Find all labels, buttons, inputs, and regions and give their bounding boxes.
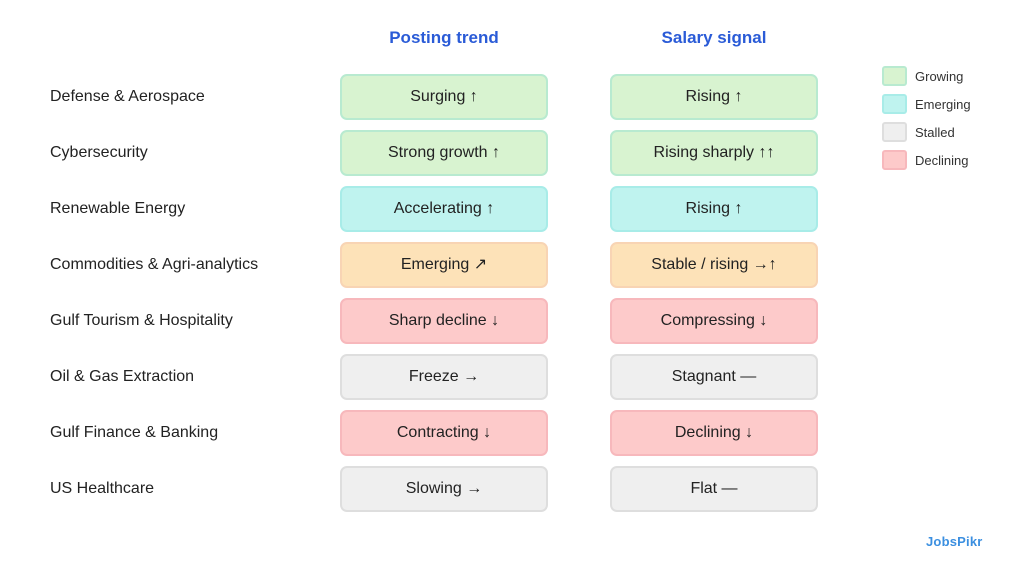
- legend-swatch: [882, 66, 907, 86]
- legend-label: Stalled: [915, 124, 955, 140]
- posting-trend-cell: Contracting ↓: [340, 410, 548, 456]
- salary-signal-cell: Stagnant —: [610, 354, 818, 400]
- legend-swatch: [882, 122, 907, 142]
- posting-trend-cell: Sharp decline ↓: [340, 298, 548, 344]
- salary-signal-cell: Flat —: [610, 466, 818, 512]
- header-posting-trend: Posting trend: [389, 28, 499, 47]
- header-salary-signal: Salary signal: [661, 28, 767, 47]
- posting-trend-cell: Strong growth ↑: [340, 130, 548, 176]
- posting-trend-cell: Surging ↑: [340, 74, 548, 120]
- salary-signal-cell: Rising ↑: [610, 186, 818, 232]
- legend-item: Declining: [882, 146, 971, 174]
- posting-trend-cell: Accelerating ↑: [340, 186, 548, 232]
- legend-label: Declining: [915, 152, 969, 168]
- legend-label: Growing: [915, 68, 964, 84]
- posting-trend-cell: Slowing →: [340, 466, 548, 512]
- legend-swatch: [882, 150, 907, 170]
- sector-label: Cybersecurity: [50, 144, 148, 161]
- jobspikr-logo: JobsPikr: [926, 534, 983, 549]
- sector-label: Gulf Tourism & Hospitality: [50, 312, 233, 329]
- legend-item: Emerging: [882, 90, 971, 118]
- salary-signal-cell: Declining ↓: [610, 410, 818, 456]
- sector-label: Commodities & Agri-analytics: [50, 256, 259, 273]
- sector-label: Oil & Gas Extraction: [50, 368, 195, 385]
- sector-label: Defense & Aerospace: [50, 88, 205, 105]
- salary-signal-cell: Rising sharply ↑↑: [610, 130, 818, 176]
- legend-item: Growing: [882, 62, 971, 90]
- sector-label: Renewable Energy: [50, 200, 186, 217]
- posting-trend-cell: Emerging ↗: [340, 242, 548, 288]
- sector-label: Gulf Finance & Banking: [50, 424, 219, 441]
- salary-signal-cell: Rising ↑: [610, 74, 818, 120]
- salary-signal-cell: Stable / rising →↑: [610, 242, 818, 288]
- legend-label: Emerging: [915, 96, 971, 112]
- sector-label: US Healthcare: [50, 480, 155, 497]
- salary-signal-cell: Compressing ↓: [610, 298, 818, 344]
- legend-item: Stalled: [882, 118, 971, 146]
- posting-trend-cell: Freeze →: [340, 354, 548, 400]
- legend-swatch: [882, 94, 907, 114]
